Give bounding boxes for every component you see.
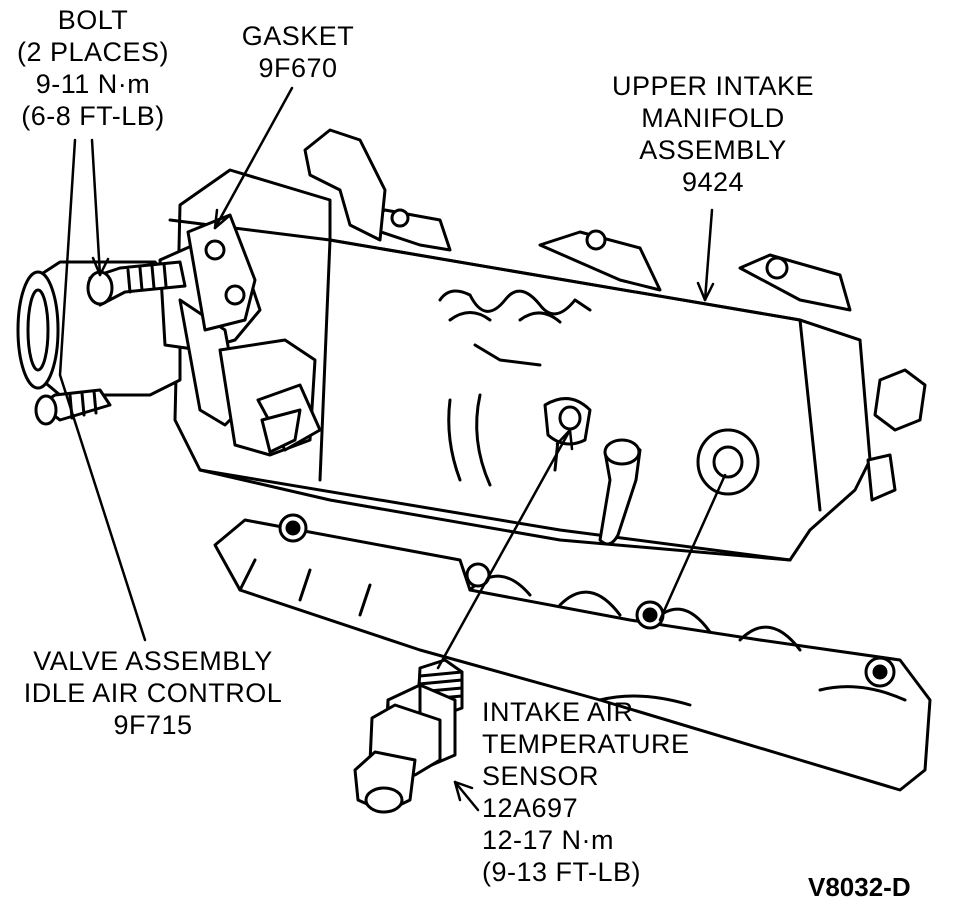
gasket-label: GASKET 9F670 [228,20,368,84]
sensor-arrow-leader [453,780,480,812]
sensor-label-line-5: 12-17 N·m [482,825,615,855]
upper-intake-label-line-4: 9424 [681,167,745,197]
sensor-port [543,397,760,546]
gasket-leader [213,86,294,230]
bolt-label: BOLT (2 PLACES) 9-11 N·m (6-8 FT-LB) [8,4,178,132]
valve-assembly-label-line-3: 9F715 [113,710,193,740]
valve-assembly-leader [58,138,147,642]
idle-air-control-valve [16,213,322,457]
upper-intake-label-line-2: MANIFOLD [641,103,785,133]
bolt-label-line-4: (6-8 FT-LB) [21,101,165,131]
arrowheads [91,208,715,802]
bolt-label-line-3: 9-11 N·m [35,69,151,99]
leader-lines [58,86,727,812]
sensor-label-line-2: TEMPERATURE [482,729,690,759]
intake-air-temperature-sensor [353,658,464,814]
sensor-leader [436,428,572,670]
upper-intake-leader [703,208,714,302]
upper-intake-manifold [168,128,927,562]
sensor-label-line-1: INTAKE AIR [482,697,634,727]
upper-intake-label: UPPER INTAKE MANIFOLD ASSEMBLY 9424 [598,70,828,198]
valve-assembly-label-line-1: VALVE ASSEMBLY [33,646,273,676]
gasket-label-line-1: GASKET [241,21,355,51]
sensor-label-line-6: (9-13 FT-LB) [482,857,642,887]
lower-intake-manifold [213,513,932,792]
upper-intake-label-line-1: UPPER INTAKE [611,71,815,101]
port-leader [658,473,727,622]
valve-assembly-label-line-2: IDLE AIR CONTROL [23,678,283,708]
bolt-label-line-1: BOLT [57,5,129,35]
gasket-label-line-2: 9F670 [258,53,338,83]
bolt-leader [90,138,102,277]
bolt-label-line-2: (2 PLACES) [16,37,170,67]
iac-bolts [34,260,187,426]
figure-code: V8032-D [808,872,911,902]
sensor-label-line-4: 12A697 [482,793,579,823]
sensor-label-line-3: SENSOR [482,761,600,791]
upper-intake-label-line-3: ASSEMBLY [639,135,787,165]
intake-air-sensor-label: INTAKE AIR TEMPERATURE SENSOR 12A697 12-… [482,696,712,888]
valve-assembly-label: VALVE ASSEMBLY IDLE AIR CONTROL 9F715 [8,645,298,741]
